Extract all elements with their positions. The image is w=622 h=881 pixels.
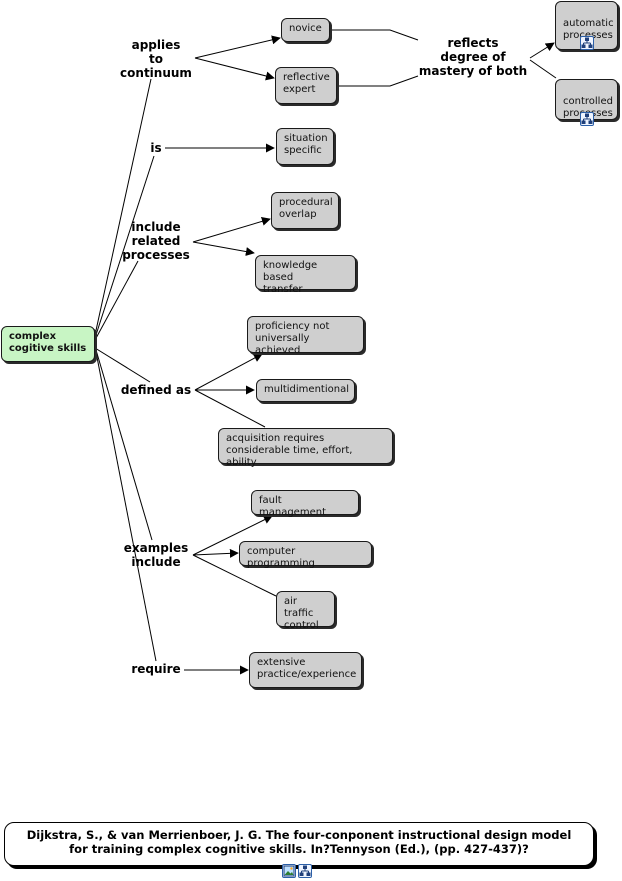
line-to-acquisition bbox=[194, 389, 266, 428]
concept-proficiency-not-universally-achieved[interactable]: proficiency not universally achieved bbox=[247, 316, 364, 356]
root-node-complex-cognitive-skills[interactable]: complex cogitive skills bbox=[1, 326, 95, 362]
arrow-to-fault bbox=[192, 515, 273, 556]
concept-novice[interactable]: novice bbox=[281, 18, 330, 42]
line-root-include bbox=[94, 260, 139, 341]
line-novice-reflects bbox=[332, 29, 419, 41]
link-label-defined-as: defined as bbox=[120, 383, 192, 397]
concept-fault-management[interactable]: fault management bbox=[251, 490, 359, 518]
line-root-applies bbox=[94, 78, 152, 336]
concept-air-traffic-control[interactable]: air traffic control bbox=[276, 591, 335, 631]
arrow-to-knowledge bbox=[192, 241, 255, 256]
link-label-include-related-processes: include related processes bbox=[122, 220, 190, 262]
line-root-defined bbox=[94, 347, 151, 383]
concept-multidimentional[interactable]: multidimentional bbox=[256, 379, 355, 402]
line-root-examples bbox=[95, 349, 153, 541]
automatic-processes-label: automatic processes bbox=[563, 18, 614, 41]
concept-acquisition-requires[interactable]: acquisition requires considerable time, … bbox=[218, 428, 393, 468]
arrow-to-reflective bbox=[194, 57, 275, 81]
link-label-applies-to-continuum: applies to continuum bbox=[120, 38, 192, 80]
concept-extensive-practice-experience[interactable]: extensive practice/experience bbox=[249, 652, 362, 688]
concept-situation-specific[interactable]: situation specific bbox=[276, 128, 334, 165]
citation-box[interactable]: Dijkstra, S., & van Merrienboer, J. G. T… bbox=[4, 822, 594, 866]
link-label-is: is bbox=[150, 141, 162, 155]
citation-text: Dijkstra, S., & van Merrienboer, J. G. T… bbox=[26, 828, 572, 856]
line-reflective-reflects bbox=[339, 75, 419, 87]
link-label-examples-include: examples include bbox=[123, 541, 189, 569]
concept-map-icon[interactable] bbox=[298, 864, 312, 878]
image-icon[interactable] bbox=[282, 864, 296, 878]
arrow-to-proficiency bbox=[194, 353, 263, 391]
arrow-to-procedural bbox=[192, 217, 271, 243]
arrow-to-novice bbox=[194, 35, 281, 59]
line-to-air bbox=[192, 554, 277, 597]
arrow-to-automatic bbox=[529, 42, 555, 59]
arrow-to-programming bbox=[192, 548, 239, 558]
line-root-require bbox=[95, 351, 157, 662]
concept-automatic-processes[interactable]: automatic processes bbox=[555, 1, 618, 50]
concept-procedural-overlap[interactable]: procedural overlap bbox=[271, 192, 339, 229]
concept-knowledge-based-transfer[interactable]: knowledge based transfer bbox=[255, 255, 356, 295]
link-label-reflects-degree-of-mastery: reflects degree of mastery of both bbox=[418, 36, 528, 78]
concept-computer-programming[interactable]: computer programming bbox=[239, 541, 372, 569]
line-root-is bbox=[94, 155, 155, 339]
concept-map-icon[interactable] bbox=[580, 112, 594, 126]
concept-reflective-expert[interactable]: reflective expert bbox=[275, 67, 337, 104]
link-label-require: require bbox=[131, 662, 181, 676]
concept-map-icon[interactable] bbox=[580, 36, 594, 50]
line-to-controlled bbox=[529, 59, 557, 79]
